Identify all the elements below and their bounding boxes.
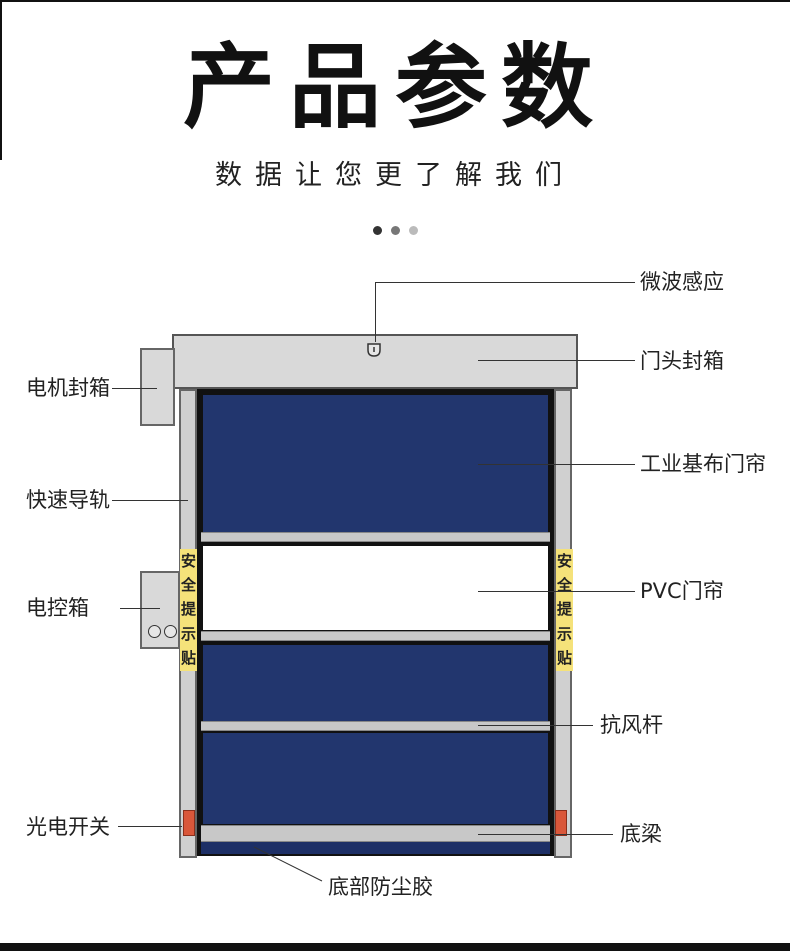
sticker-char: 贴 xyxy=(180,649,196,668)
curtain-panel xyxy=(203,395,548,532)
leader-line xyxy=(375,282,376,342)
label-wind-bar: 抗风杆 xyxy=(600,713,663,737)
leader-line xyxy=(478,360,635,361)
label-pvc-curtain: PVC门帘 xyxy=(640,579,724,603)
wind-bar xyxy=(201,631,550,641)
leader-line xyxy=(478,725,593,726)
page-frame-bottom xyxy=(0,943,790,951)
microwave-sensor-icon xyxy=(367,343,381,357)
sticker-char: 提 xyxy=(180,600,196,619)
page-frame-top xyxy=(0,0,790,2)
label-control-box: 电控箱 xyxy=(26,596,89,620)
control-knob-icon xyxy=(148,625,161,638)
label-bottom-rubber: 底部防尘胶 xyxy=(328,875,433,899)
wind-bar xyxy=(201,532,550,542)
leader-line xyxy=(253,846,323,882)
leader-line xyxy=(478,464,635,465)
sticker-char: 贴 xyxy=(556,649,572,668)
bottom-rubber xyxy=(201,842,550,854)
sticker-char: 安 xyxy=(556,551,572,570)
pvc-panel xyxy=(203,546,548,630)
safety-sticker-left: 安 全 提 示 贴 xyxy=(180,549,197,671)
leader-line xyxy=(120,608,160,609)
door-head-box xyxy=(172,334,578,389)
sticker-char: 示 xyxy=(180,624,196,643)
pager-dots xyxy=(0,226,790,235)
leader-line xyxy=(112,388,157,389)
leader-line xyxy=(375,282,635,283)
photo-sensor-right xyxy=(555,810,567,836)
wind-bar xyxy=(201,721,550,731)
label-photo-switch: 光电开关 xyxy=(26,815,110,839)
sticker-char: 示 xyxy=(556,624,572,643)
label-motor-box: 电机封箱 xyxy=(26,376,110,400)
motor-box xyxy=(140,348,175,426)
bottom-beam xyxy=(201,825,550,842)
photo-sensor-left xyxy=(183,810,195,836)
label-door-head-box: 门头封箱 xyxy=(640,349,724,373)
label-curtain: 工业基布门帘 xyxy=(640,452,766,476)
control-box xyxy=(140,571,180,649)
label-microwave-sensor: 微波感应 xyxy=(640,270,724,294)
safety-sticker-right: 安 全 提 示 贴 xyxy=(556,549,573,671)
leader-line xyxy=(118,826,182,827)
sticker-char: 全 xyxy=(556,576,572,595)
pager-dot[interactable] xyxy=(390,226,400,235)
leader-line xyxy=(478,834,613,835)
leader-line xyxy=(478,591,635,592)
leader-line xyxy=(112,500,188,501)
sticker-char: 安 xyxy=(180,551,196,570)
sticker-char: 提 xyxy=(556,600,572,619)
curtain-panel xyxy=(203,645,548,722)
page-frame-left xyxy=(0,0,2,160)
page-title: 产品参数 xyxy=(182,34,607,141)
curtain-panel xyxy=(203,733,548,824)
label-bottom-beam: 底梁 xyxy=(620,822,662,846)
label-guide-rail: 快速导轨 xyxy=(26,488,110,512)
pager-dot[interactable] xyxy=(408,226,418,235)
pager-dot[interactable] xyxy=(372,226,382,235)
control-knob-icon xyxy=(164,625,177,638)
sticker-char: 全 xyxy=(180,576,196,595)
page-subtitle: 数据让您更了解我们 xyxy=(215,160,575,191)
